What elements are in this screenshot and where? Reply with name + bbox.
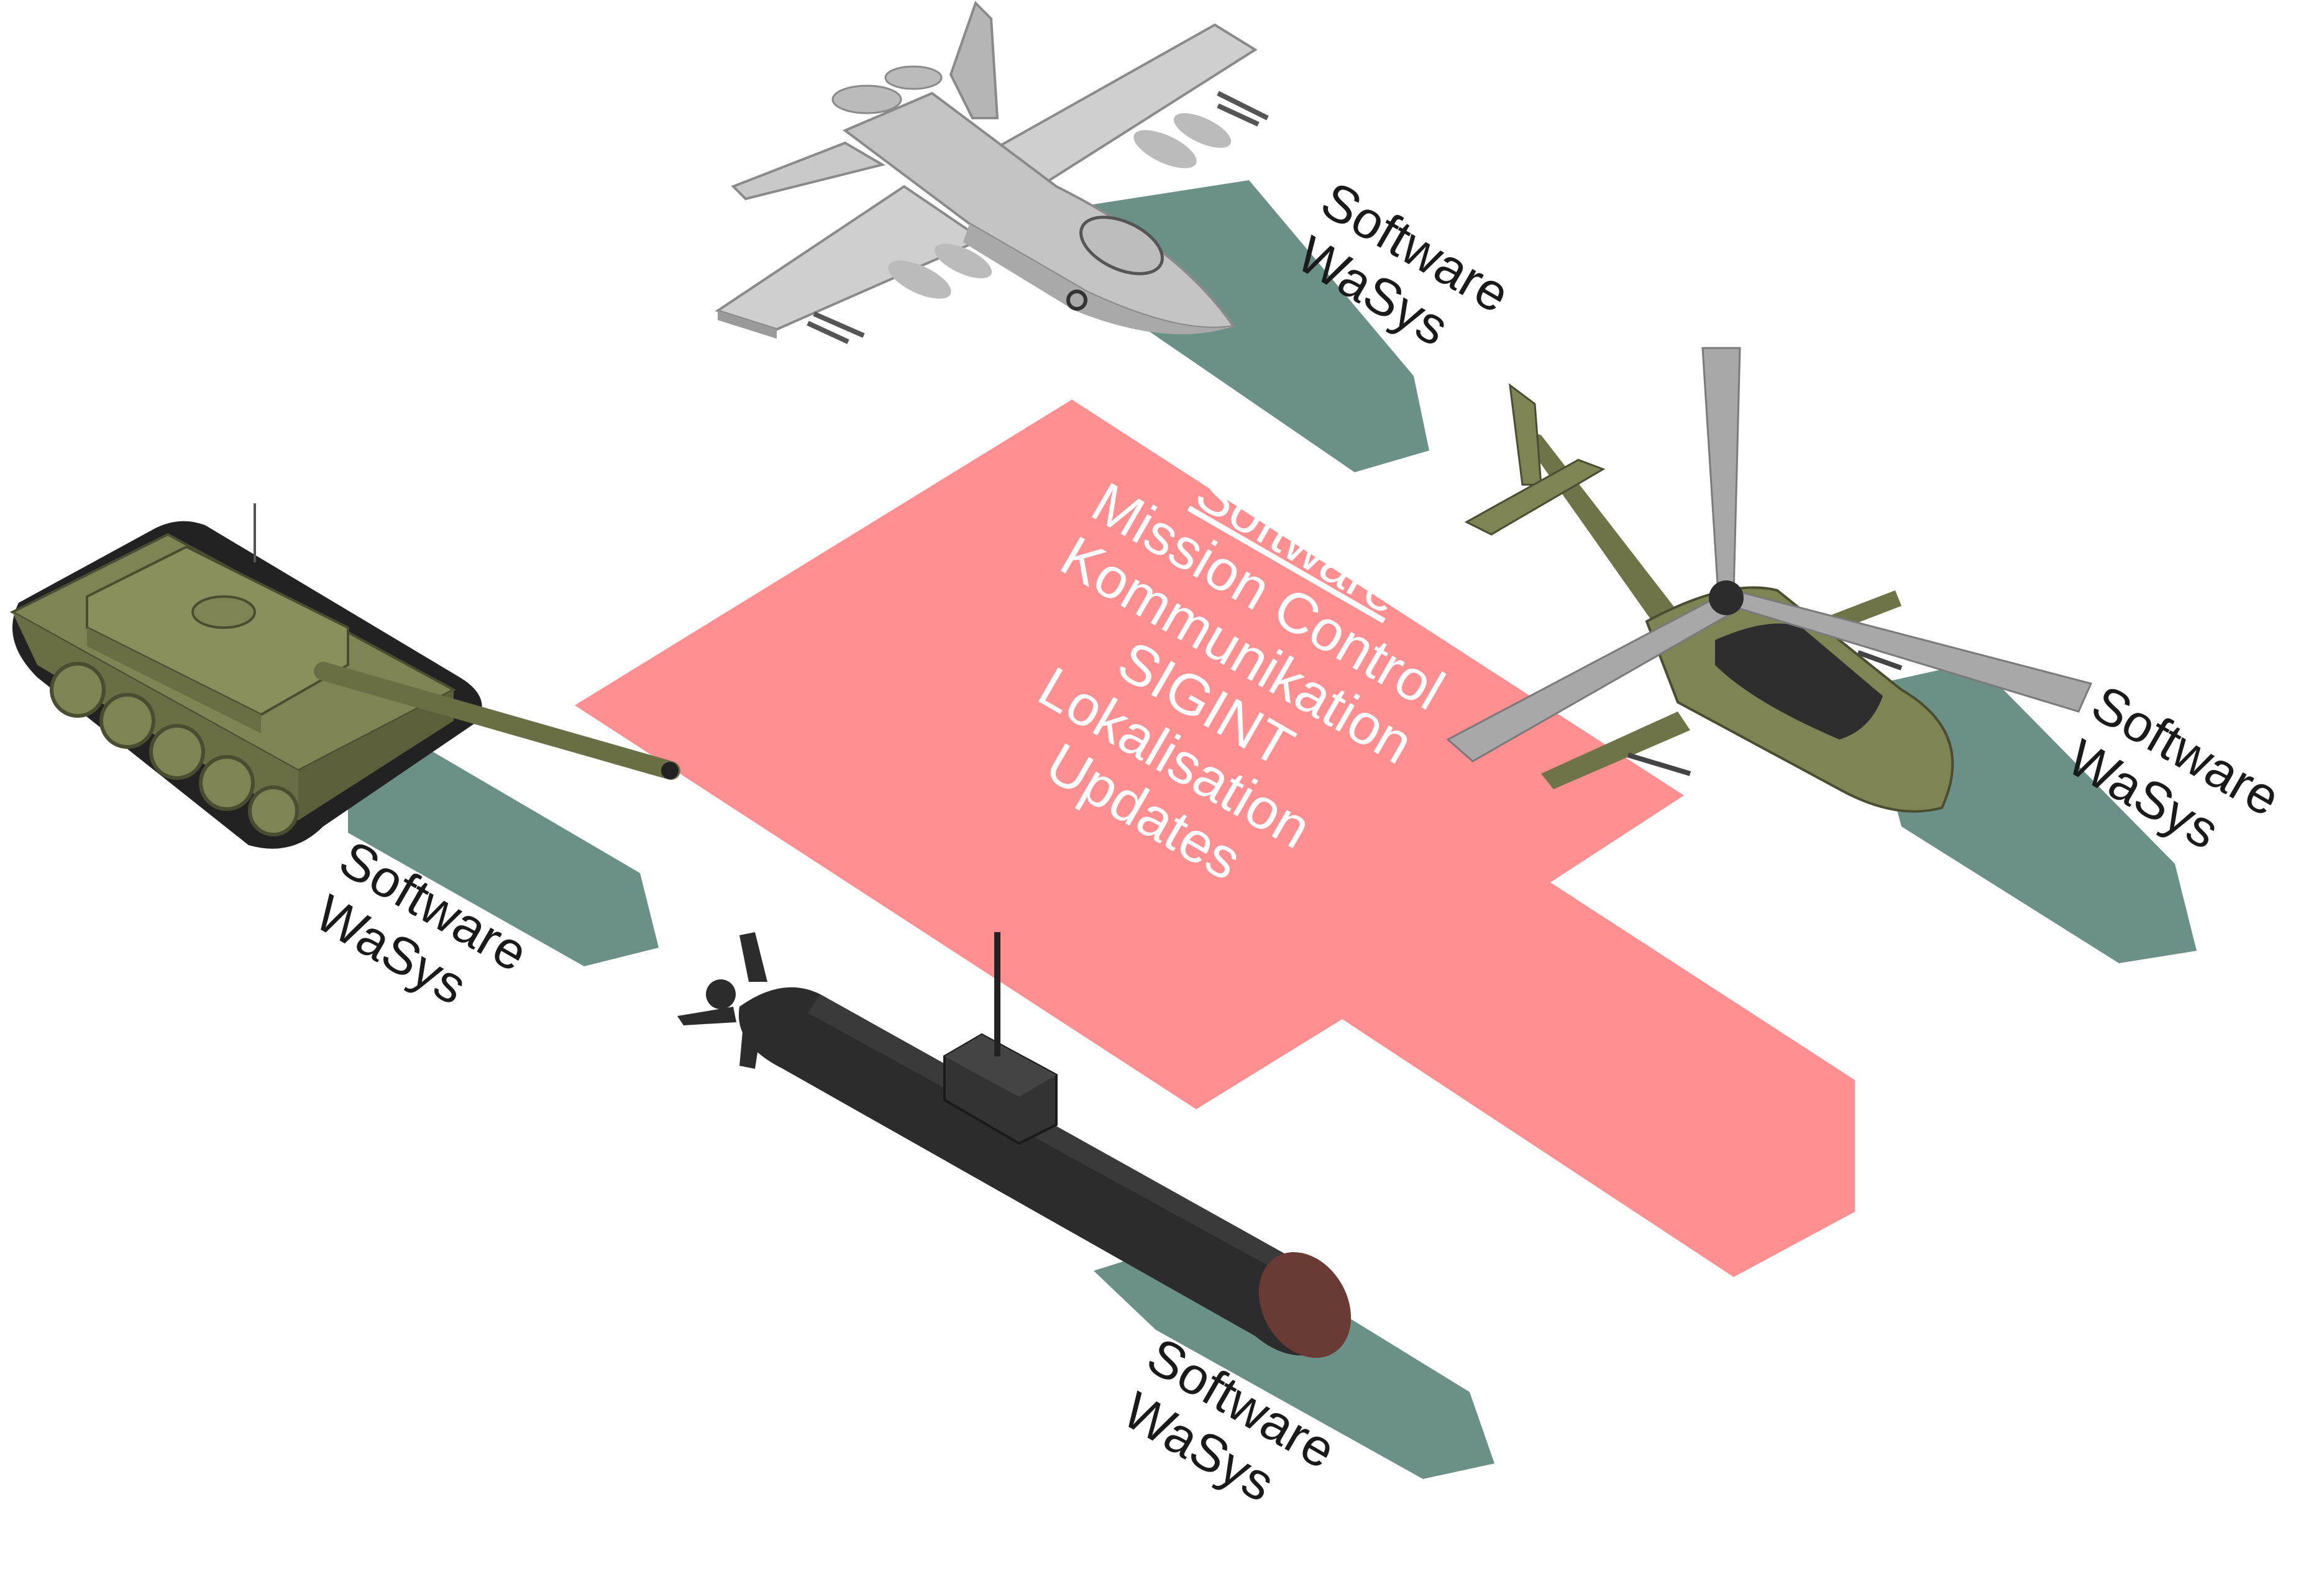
helicopter-rotor-blade-1 [1701, 347, 1741, 595]
tank-wheel-1 [50, 662, 106, 718]
tank-wheel-4 [199, 755, 255, 811]
tank-hatch [191, 595, 256, 629]
helicopter-stub-wing-left [1541, 712, 1690, 789]
tank-wheel-3 [149, 724, 205, 780]
submarine-prop-hub [706, 979, 736, 1009]
aircraft-pod-1 [1133, 130, 1197, 168]
aircraft-engine-1 [831, 85, 902, 114]
aircraft-tail-fin [949, 1, 999, 119]
hub-platform [575, 400, 1855, 1277]
aircraft-missile-2 [1217, 103, 1260, 127]
submarine-icon [677, 932, 1352, 1358]
aircraft-fuselage-shade [963, 224, 1233, 334]
aircraft-tail-wing [731, 141, 886, 201]
aircraft-icon [715, 1, 1269, 344]
helicopter-missile-1 [1627, 753, 1691, 776]
submarine-prop-fin-left [677, 1007, 736, 1025]
helicopter-rotor-hub [1709, 580, 1744, 615]
submarine-prop-fin-top [739, 932, 767, 982]
aircraft-missile-3 [813, 311, 865, 338]
tank-hull-front [298, 690, 454, 820]
submarine-node: Software WaSys [677, 932, 1494, 1513]
tank-wheel-5 [248, 785, 299, 836]
tank-wheel-2 [99, 693, 155, 749]
aircraft-pod-3 [888, 260, 951, 299]
aircraft-pod-4 [934, 244, 992, 278]
submarine-hull-highlight [808, 994, 1319, 1293]
shared-software-hub: Gemeinsame Software Mission Control Komm… [575, 377, 1855, 1277]
aircraft-gear [1066, 290, 1087, 311]
helicopter-tail-fin [1509, 383, 1542, 486]
helicopter-missile-2 [1857, 650, 1903, 671]
helicopter-tail-stabilizer [1464, 459, 1606, 536]
submarine-hull [738, 987, 1338, 1356]
tank-icon [9, 503, 680, 849]
aircraft-missile-4 [807, 321, 849, 344]
helicopter-node: Software WaSys [1446, 347, 2290, 963]
aircraft-engine-2 [884, 65, 943, 90]
tank-gun-muzzle [661, 762, 679, 779]
tank-gun-barrel [314, 662, 680, 780]
aircraft-canopy [1079, 216, 1164, 275]
helicopter-tail-boom [1516, 429, 1690, 640]
hub-text-block: Gemeinsame Software Mission Control Komm… [1028, 377, 1493, 892]
tank-node: Software WaSys [9, 503, 680, 1015]
tank-turret-shade [87, 628, 261, 733]
helicopter-cockpit [1715, 623, 1883, 739]
aircraft-missile-1 [1217, 91, 1269, 121]
aircraft-pod-2 [1173, 113, 1232, 148]
tank-software-module [348, 746, 659, 966]
helicopter-icon [1446, 347, 2093, 813]
submarine-conning-top [945, 1035, 1056, 1097]
aircraft-node: Software WaSys [715, 1, 1519, 472]
submarine-nose [1258, 1252, 1352, 1358]
aircraft-wing-edge [718, 311, 777, 339]
